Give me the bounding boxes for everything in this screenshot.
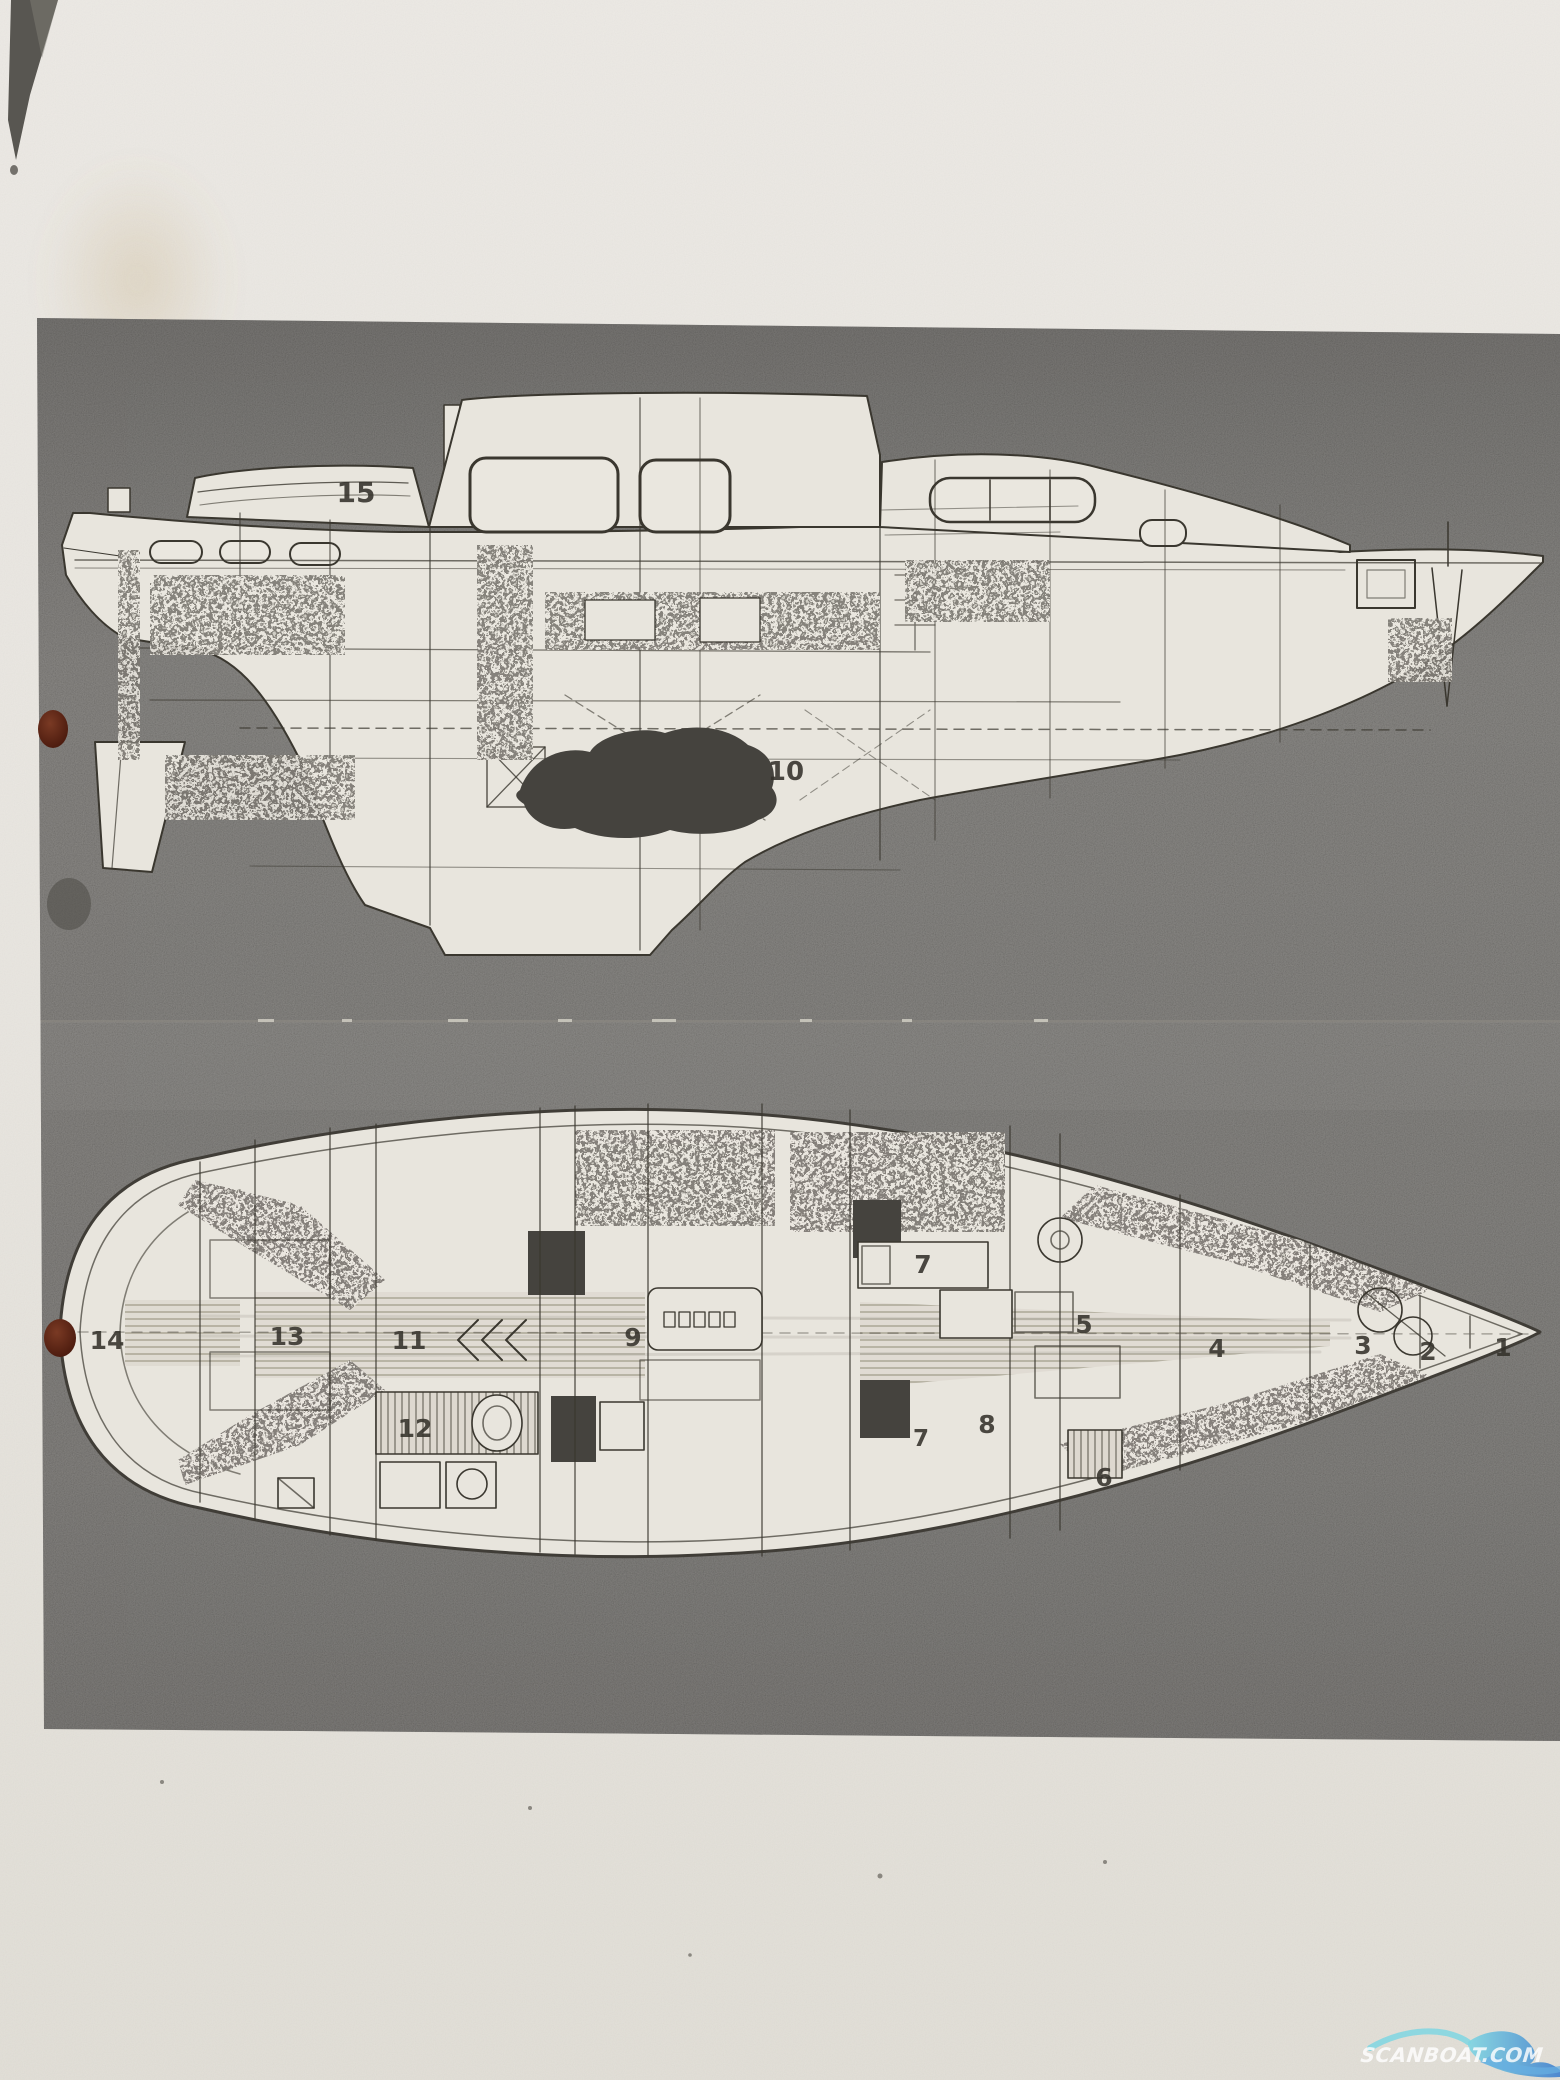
photocopy-streaks — [198, 1314, 1352, 1358]
toilet-bowl — [471, 1394, 523, 1452]
deck-plan-view: 14 13 11 12 9 7 5 8 7 6 4 3 2 1 — [58, 1103, 1542, 1559]
galley-counter — [379, 1461, 441, 1509]
scan-seam — [37, 1019, 1560, 1023]
rudder-stock-line — [111, 741, 123, 869]
deck-hatch-circle — [1037, 1217, 1083, 1263]
starboard-locker — [857, 1241, 989, 1289]
locker-chevrons — [457, 1319, 527, 1361]
side-rudder — [94, 741, 186, 873]
scan-smudge — [47, 878, 91, 930]
plan-furniture — [209, 1217, 1446, 1509]
fore-portlight — [1139, 519, 1187, 547]
galley-boxes — [584, 597, 761, 643]
berth-outlines — [209, 1239, 761, 1411]
plan-label-13: 13 — [270, 1322, 305, 1351]
watermark-text: SCANBOAT.COM — [1359, 2043, 1544, 2067]
dust-specks — [160, 1780, 1107, 1957]
plan-label-1: 1 — [1494, 1333, 1511, 1362]
stern-deck-fitting — [107, 487, 131, 513]
doghouse-window-small — [638, 458, 732, 534]
plan-label-8: 8 — [978, 1410, 995, 1439]
bow-tank-circle-2 — [1393, 1316, 1433, 1356]
galley-locker — [599, 1401, 645, 1451]
plan-label-6: 6 — [1095, 1463, 1112, 1492]
plan-label-14: 14 — [90, 1326, 125, 1355]
trunk-window-band — [928, 476, 1097, 524]
binder-hole-punches — [38, 710, 76, 1357]
plan-label-4: 4 — [1208, 1334, 1225, 1363]
plan-label-3: 3 — [1354, 1331, 1371, 1360]
aft-cabin-roof-line2 — [199, 494, 411, 506]
foredeck-hatch-inner — [1366, 569, 1406, 599]
plan-label-5: 5 — [1075, 1310, 1092, 1339]
plan-label-2: 2 — [1419, 1337, 1436, 1366]
corner-shadow-mark — [8, 0, 58, 175]
hole-punch-top — [38, 710, 68, 748]
aft-cabin-roof-line — [197, 481, 409, 493]
side-elevation-view: 15 10 — [61, 391, 1544, 956]
foredeck-hatch-box — [1356, 559, 1416, 609]
plan-label-7b: 7 — [913, 1426, 929, 1452]
plan-label-7: 7 — [914, 1250, 931, 1279]
table-leaves — [663, 1311, 736, 1328]
scanboat-watermark: SCANBOAT.COM — [1359, 2028, 1560, 2078]
companionway-steps — [1067, 1429, 1123, 1479]
watermark-wave-icon — [1367, 2028, 1471, 2051]
stern-inner-arc — [119, 1189, 241, 1475]
chart-area-box — [939, 1289, 1013, 1339]
plan-label-9: 9 — [624, 1323, 641, 1352]
bow-tank-circle-1 — [1357, 1287, 1403, 1333]
galley-sink — [456, 1468, 488, 1500]
plan-label-11: 11 — [392, 1326, 427, 1355]
engine-dark-blob — [516, 727, 777, 839]
aft-portlights — [149, 540, 341, 566]
doghouse-window-large — [468, 456, 620, 534]
plan-label-12: 12 — [398, 1414, 433, 1443]
side-view-label-10: 10 — [768, 757, 804, 787]
plan-hull-inner-line — [79, 1123, 1523, 1543]
plan-bulkheads — [59, 1103, 1541, 1557]
hole-punch-bottom — [44, 1319, 76, 1357]
side-view-label-15: 15 — [337, 476, 376, 509]
watermark-wave-tail-icon — [1480, 2055, 1560, 2075]
